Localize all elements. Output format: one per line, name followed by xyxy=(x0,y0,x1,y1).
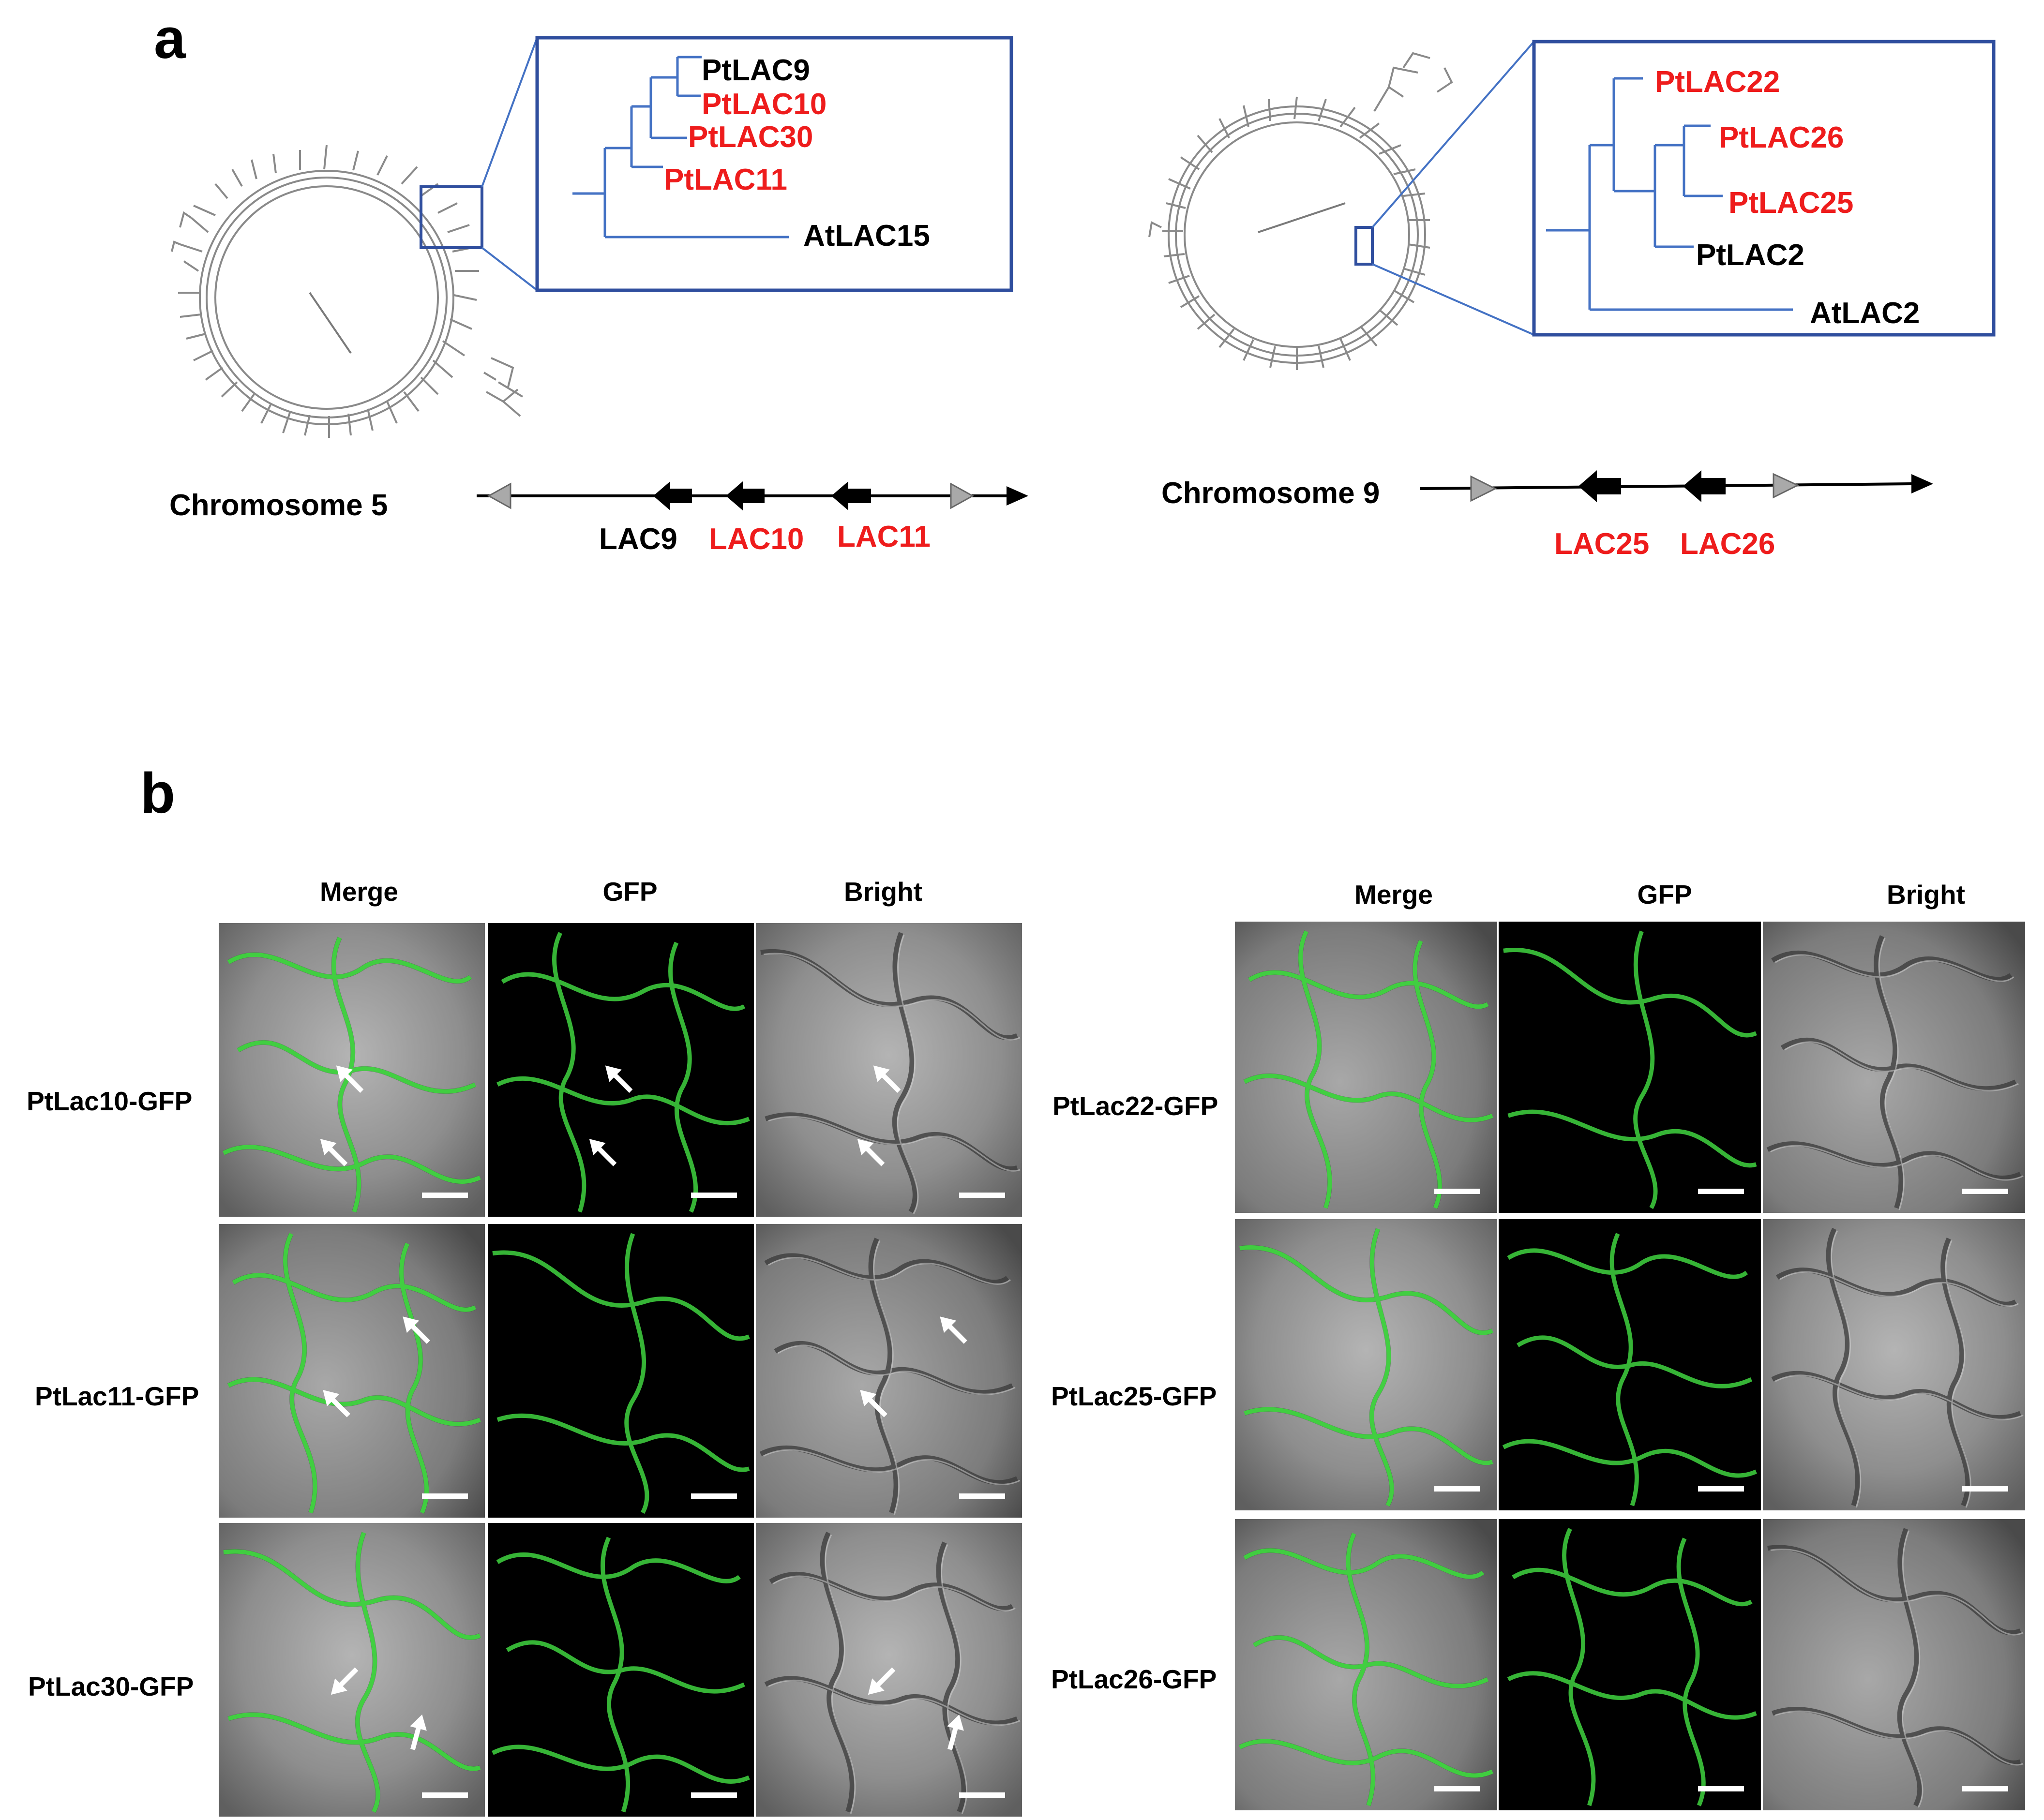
scale-bar xyxy=(1698,1786,1744,1791)
zoom-line xyxy=(481,247,538,291)
chromosome-5-label: Chromosome 5 xyxy=(169,489,388,522)
arrow-icon xyxy=(873,1065,901,1093)
micrograph-ptlac25-gfp-gfp xyxy=(1499,1219,1761,1510)
col-header-merge-left: Merge xyxy=(320,877,398,907)
micrograph-ptlac26-gfp-merge xyxy=(1235,1519,1497,1810)
scale-bar xyxy=(422,1493,468,1499)
taxon-ptlac26: PtLAC26 xyxy=(1719,121,1844,154)
arrow-icon xyxy=(605,1065,633,1093)
row-label-ptlac26: PtLac26-GFP xyxy=(1051,1664,1217,1694)
scale-bar xyxy=(1434,1786,1480,1791)
taxon-ptlac25: PtLAC25 xyxy=(1728,186,1853,220)
micrograph-ptlac30-gfp-merge xyxy=(219,1523,485,1817)
row-label-ptlac22: PtLac22-GFP xyxy=(1052,1091,1218,1121)
col-header-bright-right: Bright xyxy=(1887,880,1965,910)
arrow-icon xyxy=(331,1667,359,1695)
chromosome-9-label: Chromosome 9 xyxy=(1161,477,1380,510)
row-label-ptlac25: PtLac25-GFP xyxy=(1051,1381,1217,1411)
col-header-gfp-left: GFP xyxy=(602,877,657,907)
tree-left-highlight-box xyxy=(420,185,483,249)
scale-bar xyxy=(959,1792,1005,1798)
circular-tree-right xyxy=(1148,52,1453,370)
arrow-icon xyxy=(589,1139,617,1166)
scale-bar xyxy=(691,1193,737,1198)
arrow-icon xyxy=(860,1389,887,1417)
scale-bar xyxy=(1962,1189,2008,1194)
taxon-ptlac11: PtLAC11 xyxy=(664,163,787,196)
scale-bar xyxy=(1698,1486,1744,1492)
micrograph-grid-left xyxy=(219,923,1022,1817)
scale-bar xyxy=(691,1493,737,1499)
micrograph-ptlac30-gfp-bright xyxy=(756,1523,1022,1817)
arrow-icon xyxy=(323,1389,350,1417)
scale-bar xyxy=(1962,1786,2008,1791)
micrograph-ptlac26-gfp-gfp xyxy=(1499,1519,1761,1810)
micrograph-ptlac10-gfp-gfp xyxy=(488,923,754,1217)
micrograph-ptlac11-gfp-gfp xyxy=(488,1224,754,1518)
row-label-ptlac10: PtLac10-GFP xyxy=(27,1086,192,1116)
micrograph-ptlac30-gfp-gfp xyxy=(488,1523,754,1817)
micrograph-ptlac22-gfp-gfp xyxy=(1499,922,1761,1213)
taxon-ptlac10: PtLAC10 xyxy=(702,88,827,121)
scale-bar xyxy=(1698,1189,1744,1194)
tree-left-callout: PtLAC9 PtLAC10 PtLAC30 PtLAC11 AtLAC15 xyxy=(535,36,1013,292)
panel-b-label: b xyxy=(140,761,175,825)
taxon-ptlac9: PtLAC9 xyxy=(702,54,810,87)
zoom-line xyxy=(481,37,538,187)
row-label-ptlac11: PtLac11-GFP xyxy=(35,1381,199,1411)
zoom-line xyxy=(1372,263,1534,336)
taxon-atlac2: AtLAC2 xyxy=(1810,297,1920,330)
arrow-icon xyxy=(336,1065,364,1093)
scale-bar xyxy=(959,1193,1005,1198)
taxon-ptlac30: PtLAC30 xyxy=(688,120,813,154)
micrograph-ptlac10-gfp-bright xyxy=(756,923,1022,1217)
col-header-merge-right: Merge xyxy=(1354,880,1433,910)
arrow-icon xyxy=(857,1139,885,1166)
micrograph-ptlac11-gfp-bright xyxy=(756,1224,1022,1518)
scale-bar xyxy=(422,1193,468,1198)
scale-bar xyxy=(1434,1486,1480,1492)
gene-lac11: LAC11 xyxy=(837,520,931,553)
arrow-icon xyxy=(947,1714,964,1750)
taxon-atlac15: AtLAC15 xyxy=(803,219,930,253)
tree-right-callout: PtLAC22 PtLAC26 PtLAC25 PtLAC2 AtLAC2 xyxy=(1532,40,1996,337)
taxon-ptlac22: PtLAC22 xyxy=(1655,65,1780,99)
micrograph-ptlac11-gfp-merge xyxy=(219,1224,485,1518)
row-label-ptlac30: PtLac30-GFP xyxy=(28,1671,194,1701)
chromosome-9-map: Chromosome 9 LAC25 LAC26 xyxy=(1161,470,1933,561)
gene-lac25: LAC25 xyxy=(1554,527,1649,561)
micrograph-ptlac25-gfp-merge xyxy=(1235,1219,1497,1510)
taxon-ptlac2: PtLAC2 xyxy=(1696,239,1804,272)
col-header-bright-left: Bright xyxy=(844,877,922,907)
col-header-gfp-right: GFP xyxy=(1637,880,1692,910)
micrograph-grid-right xyxy=(1235,922,2025,1810)
scale-bar xyxy=(1434,1189,1480,1194)
circular-tree-left xyxy=(171,145,524,438)
scale-bar xyxy=(691,1792,737,1798)
panel-a-label: a xyxy=(154,7,186,71)
arrow-icon xyxy=(410,1714,427,1750)
micrograph-ptlac22-gfp-merge xyxy=(1235,922,1497,1213)
micrograph-ptlac10-gfp-merge xyxy=(219,923,485,1217)
scale-bar xyxy=(959,1493,1005,1499)
micrograph-ptlac26-gfp-bright xyxy=(1763,1519,2025,1810)
zoom-line xyxy=(1371,41,1535,228)
chromosome-5-map: Chromosome 5 LAC9 LAC10 LAC11 xyxy=(169,481,1028,556)
micrograph-ptlac22-gfp-bright xyxy=(1763,922,2025,1213)
micrograph-ptlac25-gfp-bright xyxy=(1763,1219,2025,1510)
arrow-icon xyxy=(940,1316,967,1344)
arrow-icon xyxy=(320,1139,348,1166)
gene-lac10: LAC10 xyxy=(709,522,804,556)
scale-bar xyxy=(1962,1486,2008,1492)
gene-lac26: LAC26 xyxy=(1680,527,1775,561)
tree-right-highlight-box xyxy=(1354,226,1374,266)
arrow-icon xyxy=(403,1316,430,1344)
scale-bar xyxy=(422,1792,468,1798)
gene-lac9: LAC9 xyxy=(599,522,677,556)
arrow-icon xyxy=(868,1667,896,1695)
